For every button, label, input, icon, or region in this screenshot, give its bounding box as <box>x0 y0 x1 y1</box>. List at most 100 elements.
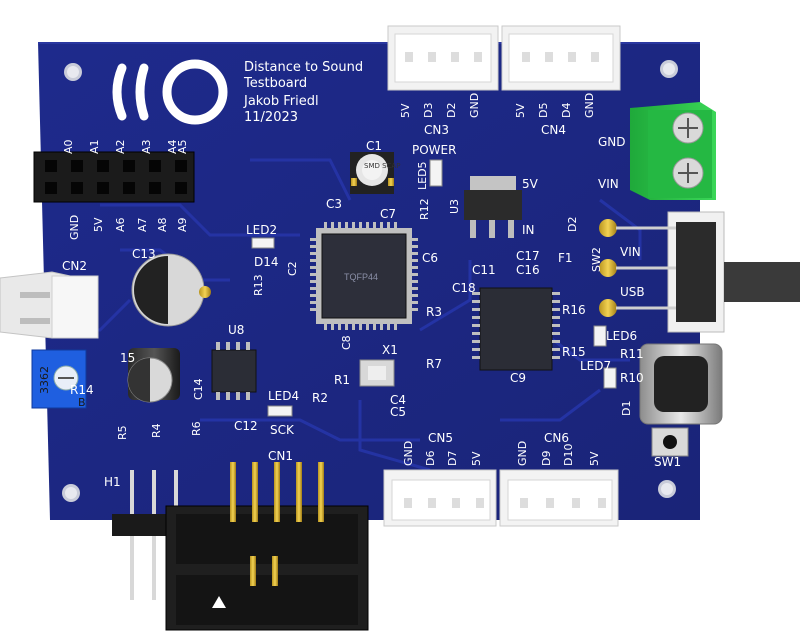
header-pin-a8: A8 <box>156 217 169 232</box>
sck-label: SCK <box>270 423 294 437</box>
c8-label: C8 <box>340 335 353 350</box>
led5-label: LED5 <box>416 161 429 190</box>
cn3-connector <box>387 25 499 91</box>
c2-label: C2 <box>286 261 299 276</box>
board-title-line1: Distance to Sound <box>244 60 364 75</box>
led6-label: LED6 <box>606 329 638 343</box>
c6-label: C6 <box>422 251 439 265</box>
terminal-vin-label: VIN <box>598 177 619 191</box>
cn4-label: CN4 <box>541 123 566 137</box>
power-label: POWER <box>412 143 457 157</box>
capacitor-c13 <box>131 253 211 327</box>
r1-label: R1 <box>334 373 350 387</box>
r13-label: R13 <box>252 274 265 296</box>
led2-label: LED2 <box>246 223 278 237</box>
r5-label: R5 <box>116 425 129 440</box>
header-pin-a2: A2 <box>114 139 127 154</box>
cn3-pin-d3: D3 <box>422 102 435 118</box>
cn4-pin-gnd: GND <box>583 92 596 118</box>
push-button-sw1 <box>651 427 689 457</box>
u3-label: U3 <box>448 198 461 214</box>
mounting-hole <box>658 480 676 498</box>
c5-label: C5 <box>390 405 407 419</box>
cn5-connector <box>383 469 497 527</box>
r16-label: R16 <box>562 303 586 317</box>
cn3-pin-5v: 5V <box>399 103 412 118</box>
switch-vin-label: VIN <box>620 245 641 259</box>
board-logo <box>112 59 228 125</box>
header-pin-a1: A1 <box>88 139 101 154</box>
r2-label: R2 <box>312 391 328 405</box>
box-header-cn1 <box>165 462 369 631</box>
cn3-pin-d2: D2 <box>445 102 458 118</box>
r15-label: R15 <box>562 345 586 359</box>
c1-label: C1 <box>366 139 383 153</box>
r7-label: R7 <box>426 357 442 371</box>
board-title-line4: 11/2023 <box>244 110 299 125</box>
led7-label: LED7 <box>580 359 612 373</box>
u3-5v-label: 5V <box>522 177 538 191</box>
u8-label: U8 <box>228 323 245 337</box>
cn5-label: CN5 <box>428 431 453 445</box>
cn2-connector <box>0 271 99 339</box>
c4-label: C4 <box>390 393 407 407</box>
cn4-pin-5v: 5V <box>514 103 527 118</box>
sw1-label: SW1 <box>654 455 682 469</box>
c3-label: C3 <box>326 197 343 211</box>
cn4-connector <box>501 25 621 91</box>
cn6-pin-gnd: GND <box>516 440 529 466</box>
analog-pin-header <box>33 151 195 203</box>
crystal-x1 <box>359 359 395 387</box>
header-pin-a9: A9 <box>176 217 189 232</box>
cn5-pin-gnd: GND <box>402 440 415 466</box>
u3-in-label: IN <box>522 223 535 237</box>
pot-b-marking: B <box>78 396 86 409</box>
r14-label: R14 <box>70 383 94 397</box>
cn5-pin-5v: 5V <box>470 451 483 466</box>
cn6-connector <box>499 469 619 527</box>
header-pin-gnd: GND <box>68 214 81 240</box>
led-indicators <box>251 159 617 417</box>
cn5-pin-d7: D7 <box>446 450 459 466</box>
header-pin-5v: 5V <box>92 217 105 232</box>
slide-switch-sw2 <box>599 211 800 333</box>
cn3-pin-gnd: GND <box>468 92 481 118</box>
c15-label: 15 <box>120 351 136 365</box>
terminal-gnd-label: GND <box>598 135 626 149</box>
cn5-pin-d6: D6 <box>424 450 437 466</box>
r4-label: R4 <box>150 423 163 438</box>
cn6-pin-5v: 5V <box>588 451 601 466</box>
c17-label: C17 <box>516 249 540 263</box>
cn4-pin-d4: D4 <box>560 102 573 118</box>
r10-label: R10 <box>620 371 644 385</box>
usb-c-connector <box>639 343 723 425</box>
d1-label: D1 <box>620 400 633 416</box>
regulator-u3 <box>464 176 522 238</box>
pot-marking: 3362 <box>38 366 51 394</box>
cn6-label: CN6 <box>544 431 569 445</box>
cn6-pin-d10: D10 <box>562 443 575 466</box>
led4-label: LED4 <box>268 389 300 403</box>
header-pin-a3: A3 <box>140 139 153 154</box>
c12-label: C12 <box>234 419 258 433</box>
c18-label: C18 <box>452 281 476 295</box>
r12-label: R12 <box>418 198 431 220</box>
c11-label: C11 <box>472 263 496 277</box>
r3-label: R3 <box>426 305 442 319</box>
board-title-line2: Testboard <box>244 76 308 91</box>
d2-label: D2 <box>566 216 579 232</box>
mounting-hole <box>660 60 678 78</box>
c14-label: C14 <box>192 378 205 400</box>
cn3-label: CN3 <box>424 123 449 137</box>
d14-label: D14 <box>254 255 279 269</box>
r11-label: R11 <box>620 347 644 361</box>
switch-usb-label: USB <box>620 285 645 299</box>
capacitor-c15 <box>127 348 180 403</box>
cn1-label: CN1 <box>268 449 293 463</box>
header-pin-a7: A7 <box>136 217 149 232</box>
r6-label: R6 <box>190 421 203 436</box>
mounting-hole <box>62 484 80 502</box>
potentiometer-r14 <box>31 349 87 409</box>
usb-uart-chip <box>472 287 560 371</box>
